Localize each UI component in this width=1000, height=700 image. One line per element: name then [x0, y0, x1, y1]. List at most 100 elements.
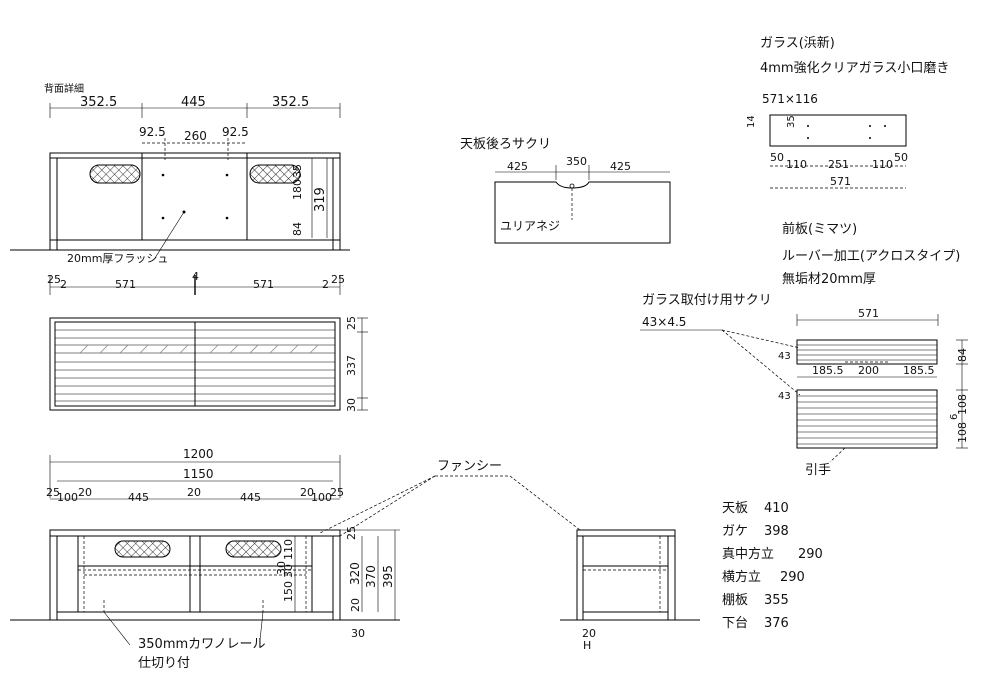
front-view: 1200 1150 25 100 20 445 20 445 20 100 25: [10, 447, 400, 671]
top-dim-f: 2: [322, 278, 329, 291]
back-detail-view: 背面詳細 352.5 445 352.5 92.5 260 92.5: [10, 82, 350, 265]
front-board-width: 571: [858, 307, 879, 320]
part-name-2: 真中方立: [722, 546, 774, 562]
flush-note: 20mm厚フラッシュ: [67, 252, 168, 265]
back-dim-h1: 35: [291, 164, 304, 178]
top-back-cut-view: 天板後ろサクリ 425 350 425 ユリアネジ: [460, 137, 671, 244]
top-dim-d: 4: [192, 270, 199, 283]
glass-spec: 4mm強化クリアガラス小口磨き: [760, 61, 949, 76]
front-board-view: 前板(ミマツ) ルーバー加工(アクロスタイプ) 無垢材20mm厚 ガラス取付け用…: [640, 221, 969, 478]
cut-dim-a: 425: [507, 160, 528, 173]
top-back-cut-label: 天板後ろサクリ: [460, 137, 551, 152]
top-dim-g: 25: [331, 273, 345, 286]
rail-note-2: 仕切り付: [138, 656, 190, 671]
glass-dim-b: 35: [786, 115, 797, 128]
part-value-5: 376: [764, 616, 789, 631]
side-dim-a: 20: [582, 627, 596, 640]
front-dim-b: 100: [57, 491, 78, 504]
front-board-c: 185.5: [903, 364, 935, 377]
front-dim-v2: 110: [282, 539, 295, 560]
front-dim-v8: 395: [381, 565, 395, 588]
back-dim-h3: 319: [313, 187, 328, 212]
front-dim-v3: 30: [275, 561, 288, 575]
front-board-a: 185.5: [812, 364, 844, 377]
front-dim-v7: 370: [364, 565, 378, 588]
glass-cut-size: 43×4.5: [642, 315, 686, 329]
urea-screw-note: ユリアネジ: [500, 219, 560, 233]
glass-title: ガラス(浜新): [760, 35, 835, 51]
top-dim-h1: 25: [345, 316, 358, 330]
part-value-0: 410: [764, 501, 789, 516]
back-detail-label: 背面詳細: [44, 82, 84, 95]
part-name-5: 下台: [722, 616, 748, 631]
front-board-h4: 6: [949, 414, 960, 420]
glass-dim-e: 251: [828, 158, 849, 171]
front-dim-v5: 30: [282, 564, 295, 578]
back-dim-a: 352.5: [80, 95, 117, 110]
back-dim-c: 352.5: [272, 95, 309, 110]
top-dim-h3: 30: [345, 398, 358, 412]
top-dim-e: 571: [253, 278, 274, 291]
glass-dim-f: 110: [872, 158, 893, 171]
top-dim-h2: 337: [345, 355, 358, 376]
rail-note: 350mmカワノレール: [138, 637, 266, 652]
front-board-title: 前板(ミマツ): [782, 221, 857, 237]
front-dim-bottom: 30: [351, 627, 365, 640]
front-board-l2: 43: [778, 391, 791, 402]
front-width-inner: 1150: [183, 467, 214, 481]
louver-note: ルーバー加工(アクロスタイプ): [782, 249, 960, 264]
side-view: ファンシー 20 H: [319, 459, 700, 652]
glass-dim-a: 14: [746, 115, 757, 128]
top-view: 25 2 571 4 571 2 25 25 337: [47, 270, 368, 412]
back-dim-d: 92.5: [139, 125, 166, 139]
front-board-h1: 84: [956, 348, 969, 362]
back-dim-h2: 180: [291, 179, 304, 200]
front-dim-d: 445: [128, 491, 149, 504]
side-dim-b: H: [583, 639, 591, 652]
back-dim-f: 92.5: [222, 125, 249, 139]
front-dim-h: 100: [311, 491, 332, 504]
front-dim-v4: 150: [282, 581, 295, 602]
glass-cut-note: ガラス取付け用サクリ: [642, 293, 772, 308]
parts-list: 天板 410 ガケ 398 真中方立 290 横方立 290 棚板 355 下台…: [722, 501, 823, 631]
front-dim-v9: 20: [349, 598, 362, 612]
back-dim-e: 260: [184, 129, 207, 143]
top-dim-b: 2: [60, 278, 67, 291]
front-dim-i: 25: [330, 486, 344, 499]
part-value-3: 290: [780, 570, 805, 585]
pull-note: 引手: [805, 463, 831, 478]
glass-view: ガラス(浜新) 4mm強化クリアガラス小口磨き 571×116 14 35 50…: [746, 35, 949, 189]
front-dim-v1: 25: [345, 526, 358, 540]
cut-dim-c: 425: [610, 160, 631, 173]
solid-note: 無垢材20mm厚: [782, 272, 876, 287]
front-width-total: 1200: [183, 447, 214, 461]
top-dim-c: 571: [115, 278, 136, 291]
front-dim-e: 20: [187, 486, 201, 499]
glass-dim-h: 571: [830, 175, 851, 188]
fancy-note: ファンシー: [437, 459, 502, 474]
cut-dim-b: 350: [566, 155, 587, 168]
front-board-l1: 43: [778, 351, 791, 362]
back-dim-h4: 84: [291, 222, 304, 236]
front-board-h3: 108: [956, 422, 969, 443]
part-name-0: 天板: [722, 501, 748, 516]
glass-dim-g: 50: [894, 151, 908, 164]
part-name-4: 棚板: [722, 593, 748, 608]
front-board-b: 200: [858, 364, 879, 377]
front-board-h2: 108: [956, 394, 969, 415]
glass-size: 571×116: [762, 92, 818, 106]
front-dim-a: 25: [46, 486, 60, 499]
top-dim-a: 25: [47, 273, 61, 286]
glass-dim-d: 110: [786, 158, 807, 171]
part-value-2: 290: [798, 547, 823, 562]
back-dim-b: 445: [181, 95, 206, 110]
front-dim-f: 445: [240, 491, 261, 504]
part-value-4: 355: [764, 593, 789, 608]
part-name-1: ガケ: [722, 524, 748, 539]
front-dim-g: 20: [300, 486, 314, 499]
part-value-1: 398: [764, 524, 789, 539]
front-dim-v6: 320: [348, 562, 362, 585]
part-name-3: 横方立: [722, 569, 761, 585]
front-dim-c: 20: [78, 486, 92, 499]
